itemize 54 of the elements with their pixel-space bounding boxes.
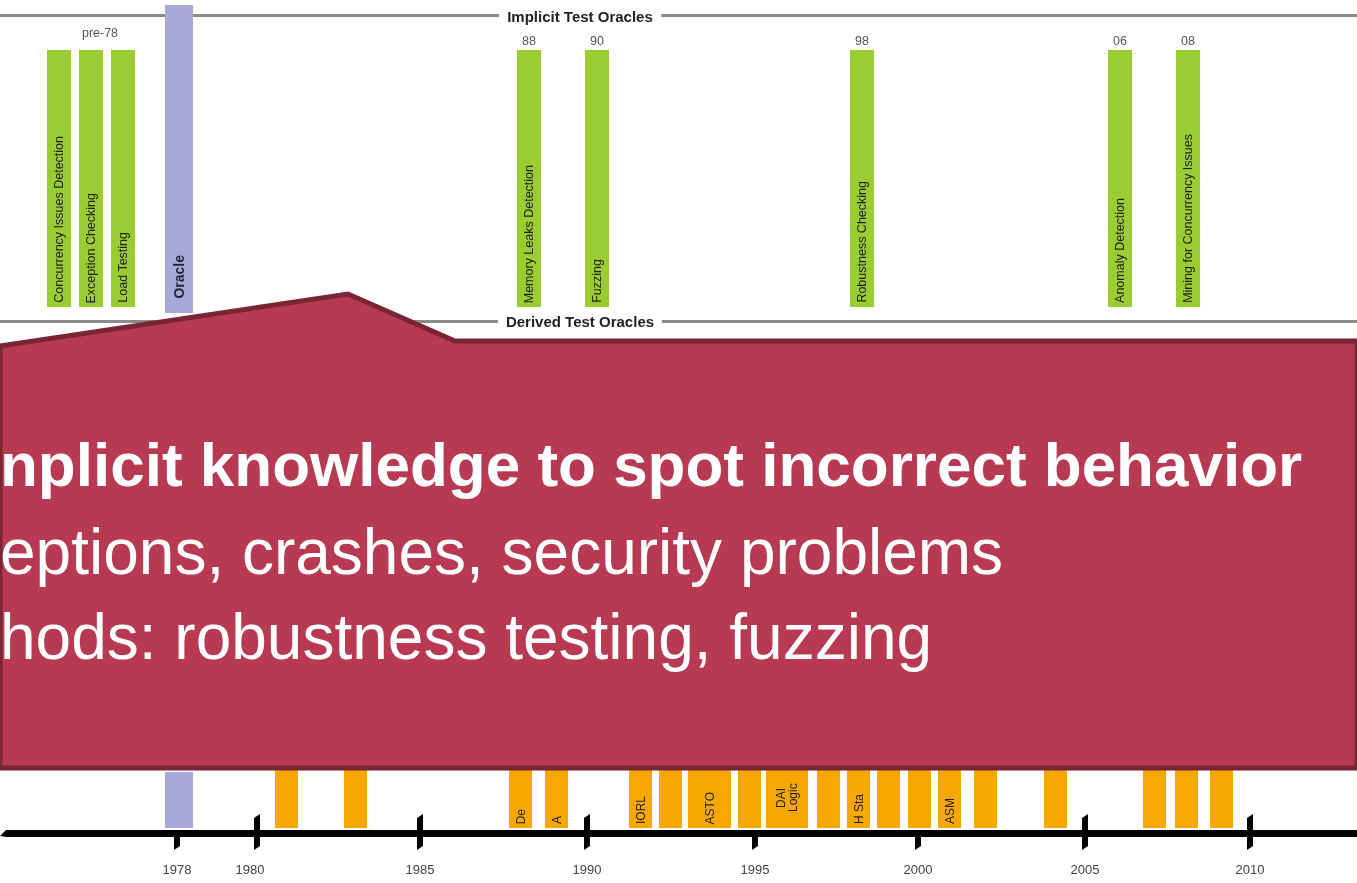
bar-label: DAI Logic xyxy=(775,782,799,815)
timeline-bar xyxy=(738,770,761,828)
section-heading: Implicit Test Oracles xyxy=(499,8,661,27)
bar-label: Memory Leaks Detection xyxy=(522,164,536,303)
timeline-bar xyxy=(1210,770,1233,828)
bar-label: Load Testing xyxy=(116,232,130,303)
year-label: pre-78 xyxy=(81,26,119,42)
year-label: 98 xyxy=(855,33,869,50)
timeline-bar xyxy=(47,50,71,307)
bar-label: Mining for Concurrency Issues xyxy=(1181,134,1195,303)
year-label: 88 xyxy=(522,33,536,50)
timeline-bar xyxy=(1175,770,1198,828)
bar-label: A xyxy=(550,816,563,824)
timeline-bar xyxy=(659,770,682,828)
timeline-bar xyxy=(817,770,840,828)
timeline-bar xyxy=(545,770,568,828)
bar-label: Oracle xyxy=(172,255,186,299)
era-bar xyxy=(165,5,193,313)
timeline-bar xyxy=(79,50,103,307)
year-label: 90 xyxy=(590,33,604,50)
timeline-bar xyxy=(688,770,731,828)
timeline-bar xyxy=(275,770,298,828)
axis-tick-label: 1990 xyxy=(572,862,602,879)
timeline-bar xyxy=(111,50,135,307)
bar-label: Concurrency Issues Detection xyxy=(52,136,66,303)
year-label: 06 xyxy=(1113,33,1127,50)
bar-label: H Sta xyxy=(852,794,865,824)
timeline-bar xyxy=(1143,770,1166,828)
year-label: 08 xyxy=(1181,33,1195,50)
axis-tick-label: 1985 xyxy=(405,862,435,879)
timeline-bar xyxy=(974,770,997,828)
axis-tick-label: 2010 xyxy=(1235,862,1265,879)
bar-label: Fuzzing xyxy=(590,259,604,303)
axis-tick-label: 2000 xyxy=(903,862,933,879)
bar-label: Anomaly Detection xyxy=(1113,198,1127,303)
timeline-bar xyxy=(877,770,900,828)
bar-label: Robustness Checking xyxy=(855,181,869,303)
timeline-bar xyxy=(908,770,931,828)
axis-tick-label: 1978 xyxy=(162,862,192,879)
bar-label: Exception Checking xyxy=(84,192,98,303)
axis-tick-label: 1995 xyxy=(740,862,770,879)
axis-tick-label: 1980 xyxy=(235,862,265,879)
bar-label: ASTO xyxy=(703,791,716,824)
bar-label: IORL xyxy=(634,796,647,824)
bar-label: De xyxy=(514,808,527,824)
timeline-bar xyxy=(938,770,961,828)
timeline-bar xyxy=(1044,770,1067,828)
timeline-bar xyxy=(766,770,808,828)
bar-label: ASM xyxy=(943,798,956,824)
timeline-bar xyxy=(344,770,367,828)
timeline-bar xyxy=(847,770,870,828)
timeline-bar xyxy=(629,770,652,828)
timeline-bar xyxy=(509,770,532,828)
axis-tick-label: 2005 xyxy=(1070,862,1100,879)
